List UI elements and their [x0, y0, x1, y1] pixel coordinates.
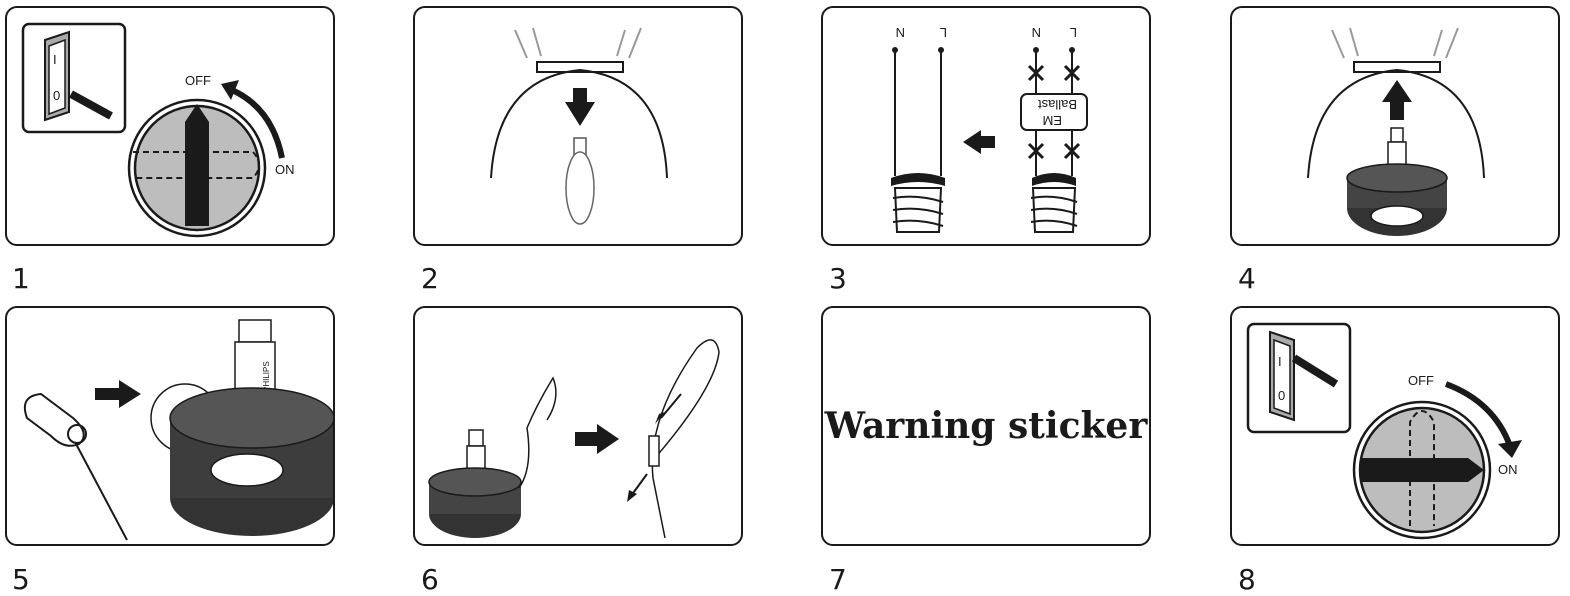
- remove-lamp-illustration: [490, 27, 668, 225]
- secure-safety-cable-illustration: [428, 339, 720, 539]
- wall-switch-inset: [1246, 322, 1352, 434]
- right-arrow-icon: [95, 388, 121, 400]
- rotate-arrow-icon: [230, 87, 285, 159]
- cable-crimp: [648, 435, 660, 467]
- wire-l-label: L: [940, 25, 947, 40]
- up-arrow-icon: [1390, 100, 1404, 120]
- on-label: ON: [1498, 462, 1518, 477]
- reflector-shade: [490, 68, 668, 179]
- step-8-panel: I 0 OFF ON: [1230, 306, 1560, 546]
- ballast-label-ballast: Ballast: [1038, 97, 1077, 112]
- switch-on-illustration: I 0 OFF ON: [1246, 322, 1522, 540]
- cable-loop: [651, 339, 720, 539]
- knob-pointer-arrow: [1360, 458, 1484, 482]
- cut-mark-icon: [1027, 64, 1081, 82]
- off-label: OFF: [185, 73, 211, 88]
- carabiner-hook: [23, 392, 85, 447]
- wire-l-label-2: L: [1070, 25, 1077, 40]
- wire-n-label-2: N: [1032, 25, 1041, 40]
- rotate-arrow-icon: [1444, 381, 1513, 448]
- em-ballast-box: [1020, 93, 1088, 131]
- down-arrow-icon: [573, 88, 587, 102]
- step-5-panel: PHILIPS: [5, 306, 335, 546]
- on-label: ON: [275, 162, 295, 177]
- switch-on-mark: I: [1278, 354, 1282, 369]
- lamp-brand-label: PHILIPS: [262, 361, 271, 392]
- hid-lamp-bulb: [565, 151, 595, 225]
- safety-cable: [518, 376, 557, 489]
- safety-cable: [74, 441, 128, 541]
- e39-socket-left: [891, 173, 945, 186]
- finger-pointer-icon: [1291, 354, 1339, 388]
- step-1-panel: I 0 OFF ON: [5, 6, 335, 246]
- knob-pointer-arrow: [185, 104, 209, 226]
- step-number-8: 8: [1238, 563, 1256, 596]
- wiring-illustration: N L N L EM Ballast: [891, 25, 1088, 233]
- step-6-panel: [413, 306, 743, 546]
- step-3-panel: N L N L EM Ballast: [821, 6, 1151, 246]
- step-number-5: 5: [12, 563, 30, 596]
- step-number-3: 3: [829, 262, 847, 295]
- switch-off-mark: 0: [1278, 388, 1285, 403]
- switch-off-mark: 0: [53, 88, 60, 103]
- wire-n-label: N: [896, 25, 905, 40]
- led-lamp-neck: [234, 341, 276, 395]
- step-number-6: 6: [421, 563, 439, 596]
- step-4-panel: [1230, 6, 1560, 246]
- fixture-bracket: [514, 27, 642, 59]
- off-label: OFF: [1408, 373, 1434, 388]
- switch-on-mark: I: [53, 52, 57, 67]
- ballast-label-em: EM: [1043, 113, 1063, 128]
- e39-socket-right: [1032, 173, 1076, 186]
- step-number-4: 4: [1238, 262, 1256, 295]
- switch-off-illustration: I 0 OFF ON: [21, 22, 295, 238]
- attach-safety-cable-illustration: PHILIPS: [23, 319, 333, 541]
- warning-sticker-text: Warning sticker: [824, 405, 1148, 447]
- right-arrow-icon: [575, 432, 599, 446]
- install-led-lamp-illustration: [1307, 27, 1485, 236]
- step-7-panel: Warning sticker: [821, 306, 1151, 546]
- step-number-7: 7: [829, 563, 847, 596]
- step-number-2: 2: [421, 262, 439, 295]
- step-number-1: 1: [12, 262, 30, 295]
- finger-pointer-icon: [69, 90, 113, 120]
- left-arrow-icon: [979, 136, 995, 148]
- step-2-panel: [413, 6, 743, 246]
